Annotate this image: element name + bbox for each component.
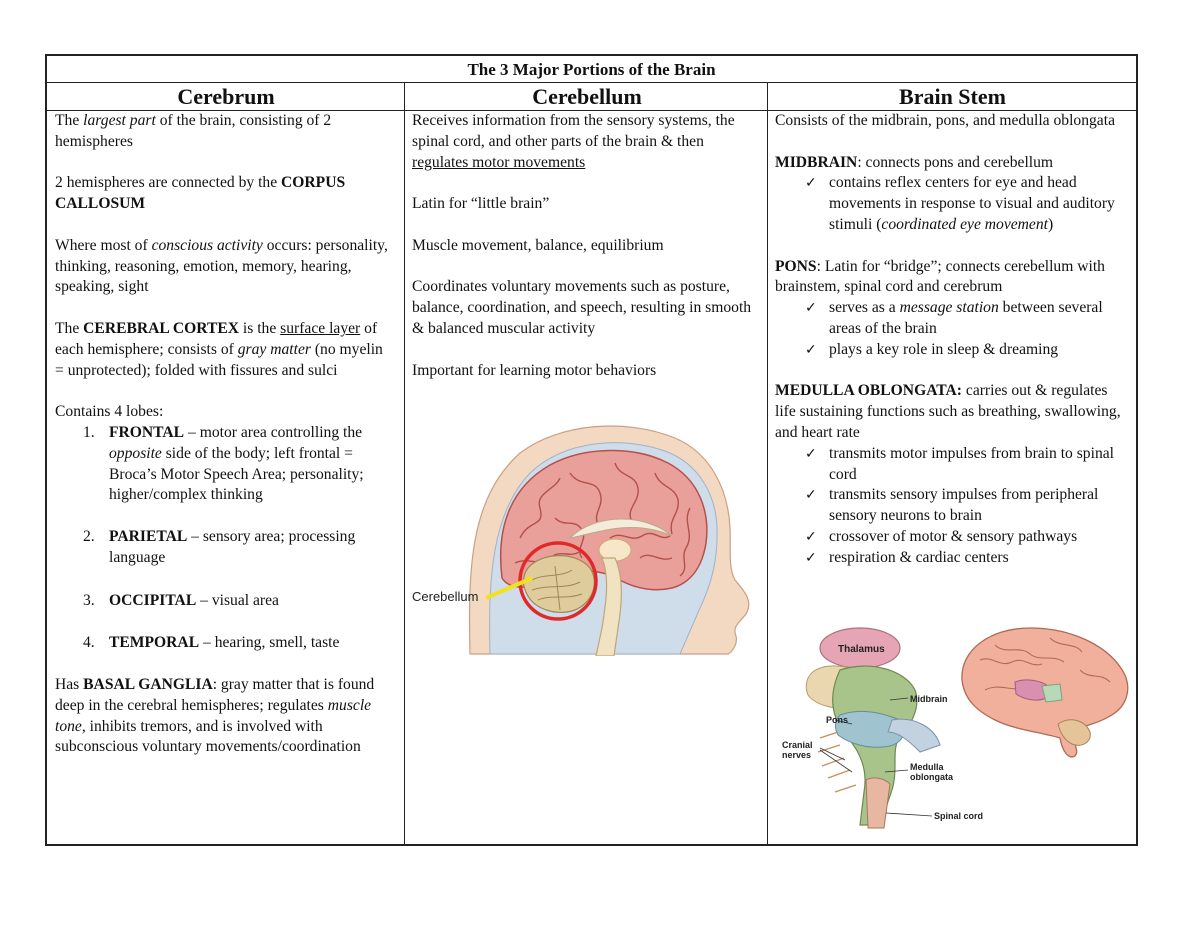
column-divider xyxy=(404,82,405,844)
list-item: 3.OCCIPITAL – visual area xyxy=(83,591,279,609)
medulla-list: ✓transmits motor impulses from brain to … xyxy=(775,444,1131,569)
lobes-list: 1.FRONTAL – motor area controlling the o… xyxy=(55,423,395,654)
checkmark-icon: ✓ xyxy=(805,300,817,317)
list-item: ✓plays a key role in sleep & dreaming xyxy=(775,340,1131,361)
thalamus-label: Thalamus xyxy=(838,644,885,655)
list-item: 2.PARIETAL – sensory area; processing la… xyxy=(83,527,356,566)
cerebellum-column: Receives information from the sensory sy… xyxy=(412,111,760,381)
nerves-label: nerves xyxy=(782,750,811,760)
basal-ganglia-text: Has BASAL GANGLIA: gray matter that is f… xyxy=(55,675,375,756)
conscious-activity-text: Where most of conscious activity occurs:… xyxy=(55,236,388,296)
pointer-line xyxy=(485,576,533,600)
sagittal-brain-illustration: Cerebellum xyxy=(412,425,750,656)
list-item: ✓crossover of motor & sensory pathways xyxy=(775,527,1131,548)
spinal-cord-label: Spinal cord xyxy=(934,811,983,821)
list-item: 1.FRONTAL – motor area controlling the o… xyxy=(83,423,364,504)
cerebellum-functions: Muscle movement, balance, equilibrium xyxy=(412,236,664,254)
list-item: 4.TEMPORAL – hearing, smell, taste xyxy=(83,634,340,652)
lobes-intro: Contains 4 lobes: xyxy=(55,403,164,421)
highlight-circle xyxy=(518,541,598,621)
cerebellum-intro: Receives information from the sensory sy… xyxy=(412,112,735,171)
checkmark-icon: ✓ xyxy=(805,175,817,192)
header-row: Cerebrum Cerebellum Brain Stem xyxy=(47,82,1136,111)
checkmark-icon: ✓ xyxy=(805,341,817,358)
cerebrum-column: The largest part of the brain, consistin… xyxy=(55,111,395,758)
cerebellum-coordinates: Coordinates voluntary movements such as … xyxy=(412,278,752,337)
midbrain-list: ✓contains reflex centers for eye and hea… xyxy=(775,173,1131,235)
midbrain-label: Midbrain xyxy=(910,694,948,704)
checkmark-icon: ✓ xyxy=(805,445,817,462)
midbrain-text: MIDBRAIN: connects pons and cerebellum xyxy=(775,153,1054,171)
list-item: ✓transmits sensory impulses from periphe… xyxy=(805,486,1099,525)
figure-label: Cerebellum xyxy=(412,589,478,604)
list-item: ✓transmits motor impulses from brain to … xyxy=(805,444,1114,483)
header-cerebellum: Cerebellum xyxy=(532,84,642,109)
oblongata-label: oblongata xyxy=(910,772,954,782)
pons-text: PONS: Latin for “bridge”; connects cereb… xyxy=(775,257,1105,296)
pons-label: Pons xyxy=(826,715,848,725)
checkmark-icon: ✓ xyxy=(805,487,817,504)
medulla-label: Medulla xyxy=(910,762,944,772)
checkmark-icon: ✓ xyxy=(805,528,817,545)
list-item: ✓respiration & cardiac centers xyxy=(775,548,1131,569)
pons-list: ✓serves as a message station between sev… xyxy=(775,298,1131,360)
column-divider xyxy=(767,82,768,844)
header-cerebrum: Cerebrum xyxy=(177,84,275,109)
header-brain-stem: Brain Stem xyxy=(899,84,1006,109)
list-item: ✓contains reflex centers for eye and hea… xyxy=(805,174,1115,233)
list-item: ✓serves as a message station between sev… xyxy=(805,299,1103,337)
brainstem-intro: Consists of the midbrain, pons, and medu… xyxy=(775,112,1115,129)
cerebellum-latin: Latin for “little brain” xyxy=(412,195,550,213)
brainstem-illustration: Thalamus Midbrain Pons Cranial nerves Me… xyxy=(782,627,1129,829)
brainstem-column: Consists of the midbrain, pons, and medu… xyxy=(775,111,1131,569)
brain-table: The 3 Major Portions of the Brain Cerebr… xyxy=(45,54,1138,846)
cerebrum-intro: The largest part of the brain, consistin… xyxy=(55,112,332,150)
cerebral-cortex-text: The CEREBRAL CORTEX is the surface layer… xyxy=(55,319,383,379)
corpus-callosum-text: 2 hemispheres are connected by the CORPU… xyxy=(55,174,346,213)
cranial-label: Cranial xyxy=(782,740,813,750)
cerebellum-learning: Important for learning motor behaviors xyxy=(412,361,657,379)
table-title: The 3 Major Portions of the Brain xyxy=(47,56,1136,83)
medulla-text: MEDULLA OBLONGATA: carries out & regulat… xyxy=(775,382,1121,441)
checkmark-icon: ✓ xyxy=(805,549,817,566)
